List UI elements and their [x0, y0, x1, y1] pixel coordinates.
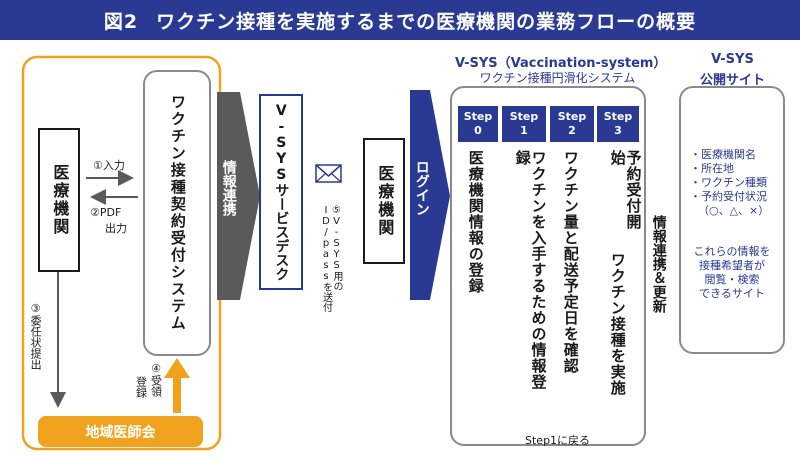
hospital-label-2: 医療機関 [375, 165, 395, 237]
item-status-symbols: （○、△、×） [698, 204, 770, 217]
figure-title: ワクチン接種を実施するまでの医療機関の業務フローの概要 [156, 10, 697, 33]
hospital-label: 医療機関 [50, 164, 70, 236]
reception-system-label: ワクチン接種契約受付システム [168, 94, 187, 332]
id-pass-note: ⑤V-SYS用のID/passを送付 [320, 205, 343, 312]
info-update-label: 情報連携＆更新 [650, 215, 667, 313]
reception-system-box: ワクチン接種契約受付システム [143, 70, 211, 356]
hospital-box-2: 医療機関 [363, 138, 405, 264]
back-to-step1-label: Step1に戻る [525, 434, 591, 447]
title-bar: 図2 ワクチン接種を実施するまでの医療機関の業務フローの概要 [0, 0, 800, 40]
public-site-title1: V-SYS [711, 52, 754, 67]
submit-label: ③委任状提出 [29, 302, 43, 370]
service-desk-label: V-SYSサービスデスク [273, 103, 290, 281]
receive-arrow-head [164, 358, 190, 378]
desc-line-3: 閲覧・検索 [704, 273, 760, 286]
info-link-label: 情報連携 [220, 160, 237, 216]
step0-text: 医療機関情報の登録 [466, 150, 485, 294]
step1-word: Step [509, 110, 539, 123]
login-chevron [410, 90, 450, 300]
item-reservation-status: ・予約受付状況 [690, 190, 767, 203]
figure-number: 図2 [103, 10, 139, 33]
envelope-icon [315, 164, 342, 183]
item-location: ・所在地 [690, 162, 734, 175]
step1-num: 1 [520, 124, 528, 137]
vsys-panel [450, 86, 646, 446]
step3-text-bottom: ワクチン接種を実施 [608, 252, 627, 396]
register-label: 登録 [134, 376, 148, 398]
desc-line-4: できるサイト [699, 287, 765, 300]
login-label: ログイン [413, 160, 430, 216]
step0-num: 0 [474, 124, 482, 137]
info-link-chevron [217, 92, 260, 300]
step3-text-top: 予約受付開始 [608, 150, 643, 230]
public-site-desc: これらの情報を 接種希望者が 閲覧・検索 できるサイト [682, 245, 782, 301]
receive-arrow-shaft [173, 375, 181, 413]
pdf-label: ②PDF [90, 206, 122, 219]
pdf-output-label: 出力 [105, 222, 127, 235]
vsys-subtitle: ワクチン接種円滑化システム [479, 71, 636, 85]
public-site-panel [679, 86, 785, 354]
public-site-items: ・医療機関名 ・所在地 ・ワクチン種類 ・予約受付状況 （○、△、×） [690, 148, 769, 218]
input-label: ①入力 [93, 159, 125, 172]
medical-association-label: 地域医師会 [85, 424, 156, 441]
item-vaccine-type: ・ワクチン種類 [690, 176, 767, 189]
medical-association-box: 地域医師会 [38, 416, 203, 447]
step3-num: 3 [614, 124, 622, 137]
vsys-title: V-SYS（Vaccination-system） [455, 56, 667, 71]
step2-num: 2 [568, 124, 576, 137]
step3-word: Step [603, 110, 633, 123]
step2-word: Step [557, 110, 587, 123]
receive-label: ④受領 [149, 362, 163, 397]
item-hospital-name: ・医療機関名 [690, 148, 756, 161]
hospital-box: 医療機関 [38, 128, 80, 272]
desc-line-1: これらの情報を [693, 245, 771, 258]
step1-text: ワクチンを入手するための情報登録 [513, 150, 548, 390]
step2-text: ワクチン量と配送予定日を確認 [561, 150, 580, 374]
public-site-title2: 公開サイト [699, 73, 765, 88]
step0-word: Step [463, 110, 493, 123]
desc-line-2: 接種希望者が [699, 259, 765, 272]
service-desk-box: V-SYSサービスデスク [259, 94, 303, 290]
